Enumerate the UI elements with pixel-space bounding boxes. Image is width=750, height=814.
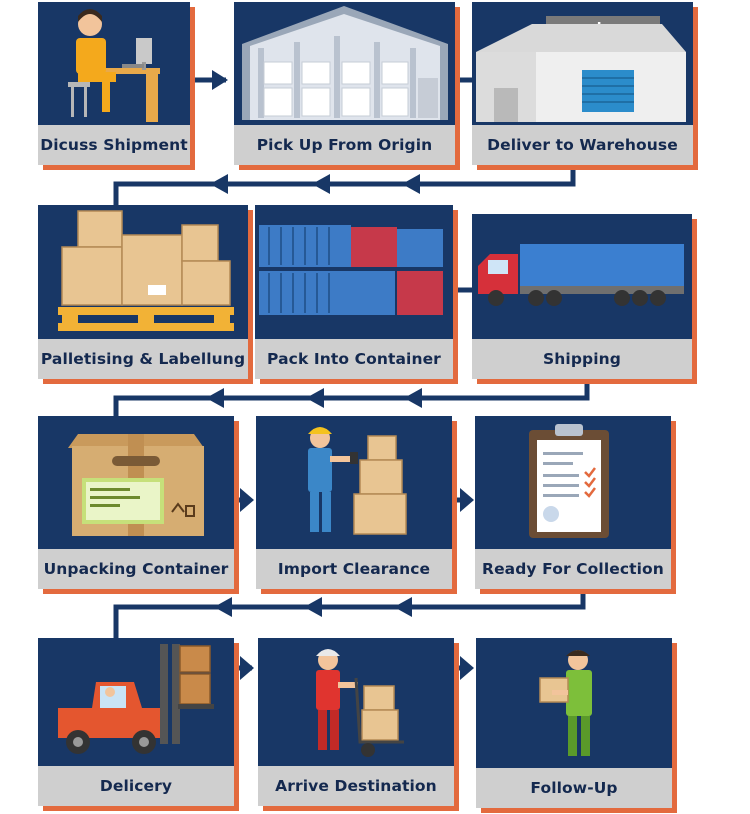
step-card-pack-into-container: Pack Into Container xyxy=(255,205,453,379)
step-card-discuss-shipment: Dicuss Shipment xyxy=(38,2,190,165)
step-label: Unpacking Container xyxy=(38,549,234,589)
pallet-boxes-icon xyxy=(58,210,234,331)
worker-scanning-boxes-icon xyxy=(308,427,407,535)
step-card-deliver-to-warehouse: warehouse Deliver to Warehouse xyxy=(472,2,693,165)
container-truck-icon xyxy=(478,244,684,306)
step-card-ready-for-collection: Ready For Collection xyxy=(475,416,671,589)
step-card-import-clearance: Import Clearance xyxy=(256,416,452,589)
arrow-head xyxy=(240,656,254,680)
step-card-delivery: Delicery xyxy=(38,638,234,806)
step-label: Deliver to Warehouse xyxy=(472,125,693,165)
warehouse-building-icon: warehouse xyxy=(476,16,686,122)
step-card-arrive-destination: Arrive Destination xyxy=(258,638,454,806)
arrow-head xyxy=(306,388,324,408)
arrow-head xyxy=(460,656,474,680)
arrow-head xyxy=(460,488,474,512)
arrow-head xyxy=(312,174,330,194)
arrow-head xyxy=(402,174,420,194)
arrow-head xyxy=(404,388,422,408)
step-label: Pick Up From Origin xyxy=(234,125,455,165)
step-label: Import Clearance xyxy=(256,549,452,589)
step-label: Shipping xyxy=(472,339,692,379)
step-label: Arrive Destination xyxy=(258,766,454,806)
worker-holding-box-icon xyxy=(539,650,592,756)
hand-truck-worker-icon xyxy=(316,649,404,757)
shipping-containers-icon xyxy=(259,225,443,315)
step-card-unpacking-container: Unpacking Container xyxy=(38,416,234,589)
open-warehouse-icon xyxy=(242,6,448,120)
step-card-palletising-labelling: Palletising & Labellung xyxy=(38,205,248,379)
arrow-head xyxy=(210,174,228,194)
step-card-pick-up-from-origin: Pick Up From Origin xyxy=(234,2,455,165)
arrow-head xyxy=(394,597,412,617)
step-label: Ready For Collection xyxy=(475,549,671,589)
cardboard-box-icon xyxy=(68,434,204,536)
step-label: Delicery xyxy=(38,766,234,806)
step-label: Follow-Up xyxy=(476,768,672,808)
arrow-head xyxy=(304,597,322,617)
step-label: Pack Into Container xyxy=(255,339,453,379)
arrow-head xyxy=(212,70,228,90)
clipboard-checklist-icon xyxy=(529,424,609,538)
operator-at-desk-icon xyxy=(68,9,160,122)
step-label: Dicuss Shipment xyxy=(38,125,190,165)
step-label: Palletising & Labellung xyxy=(38,339,248,379)
arrow-head xyxy=(214,597,232,617)
arrow-head xyxy=(240,488,254,512)
forklift-icon xyxy=(58,644,214,754)
step-card-shipping: Shipping xyxy=(472,214,692,379)
step-card-follow-up: Follow-Up xyxy=(476,638,672,808)
arrow-head xyxy=(206,388,224,408)
